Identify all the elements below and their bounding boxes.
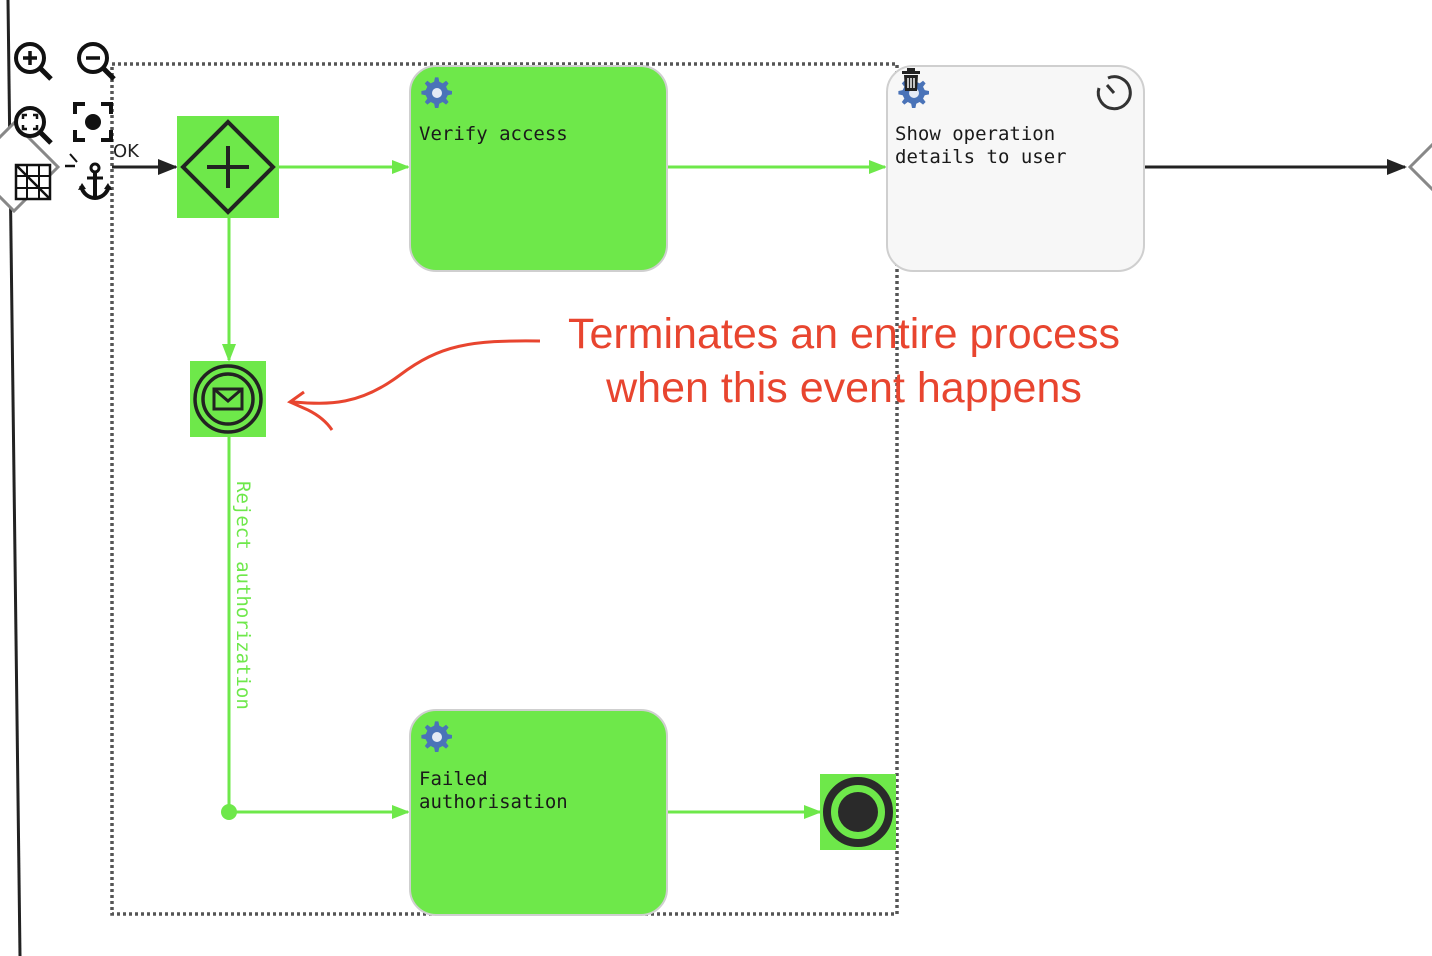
flow-label-reject: Reject authorization [232,481,254,710]
canvas-toolbar [14,42,116,201]
right-gateway-partial[interactable] [1407,137,1432,197]
message-intermediate-event[interactable] [190,361,266,437]
zoom-in-icon[interactable] [14,42,53,81]
task-label-verify: Verify access [419,123,568,145]
task-show-operation[interactable]: Show operation details to user [886,65,1145,272]
selection-box [110,62,899,916]
fit-selection-icon[interactable] [73,102,113,142]
zoom-out-icon[interactable] [77,42,116,81]
timer-icon [1096,75,1132,111]
grid-toggle-icon[interactable] [14,163,52,201]
annotation-line-1: Terminates an entire process [568,310,1120,358]
task-verify-access[interactable]: Verify access [409,65,668,272]
flow-label-ok: OK [113,141,140,162]
task-label-show: Show operation details to user [895,123,1067,168]
parallel-gateway[interactable] [177,116,279,218]
annotation: Terminates an entire process when this e… [286,310,1120,431]
zoom-fit-icon[interactable] [14,106,53,145]
annotation-arrow [292,339,541,405]
anchor-icon[interactable] [65,153,112,201]
envelope-icon [212,387,244,411]
annotation-line-2: when this event happens [605,364,1082,412]
annotation-arrowhead [286,390,334,431]
terminate-end-event[interactable] [820,774,896,850]
task-label-failed: Failed authorisation [419,768,568,813]
trash-icon[interactable] [902,68,920,91]
task-failed-authorisation[interactable]: Failed authorisation [409,709,668,916]
